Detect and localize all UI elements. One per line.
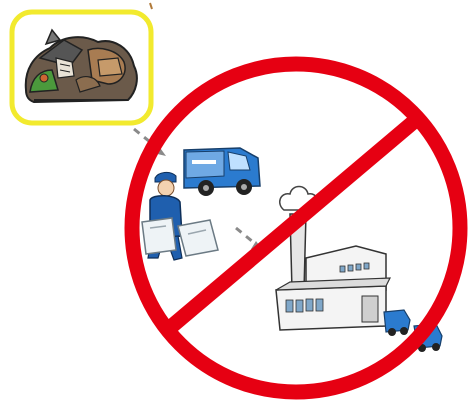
- stray-mark: [150, 3, 152, 9]
- garbage-pile-panel: [12, 12, 151, 123]
- incineration-plant-icon: [276, 187, 390, 331]
- garbage-truck-icon: [184, 148, 260, 196]
